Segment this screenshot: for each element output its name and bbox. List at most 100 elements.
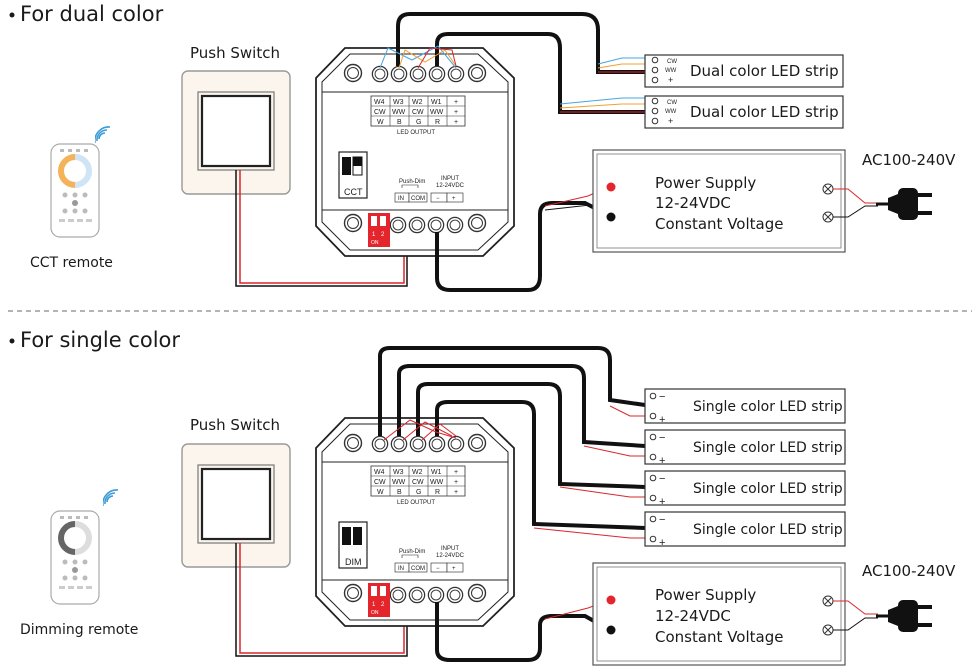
- svg-text:+: +: [454, 99, 458, 106]
- svg-text:W2: W2: [412, 99, 423, 106]
- svg-text:+: +: [659, 496, 665, 508]
- dual-input-wire: [435, 201, 611, 292]
- svg-text:+: +: [454, 119, 458, 126]
- svg-text:+: +: [659, 537, 665, 549]
- svg-text:−: −: [659, 391, 665, 403]
- led-output-label: LED OUTPUT: [397, 130, 435, 136]
- svg-text:G: G: [416, 489, 421, 496]
- svg-text:+: +: [454, 489, 458, 496]
- svg-text:+: +: [668, 116, 673, 126]
- svg-text:CW: CW: [667, 59, 677, 65]
- svg-text:−: −: [659, 514, 665, 526]
- svg-text:−: −: [659, 432, 665, 444]
- svg-text:12-24VDC: 12-24VDC: [436, 183, 465, 189]
- svg-text:Constant Voltage: Constant Voltage: [655, 628, 783, 646]
- svg-text:ON: ON: [371, 610, 379, 616]
- wireless-signal-icon: [103, 489, 119, 507]
- single-strip-3: − + Single color LED strip: [644, 470, 846, 508]
- single-strip-label: Single color LED strip: [693, 481, 843, 497]
- svg-text:W2: W2: [412, 469, 423, 476]
- single-heading: For single color: [20, 328, 180, 352]
- remote-label: CCT remote: [30, 255, 113, 271]
- svg-text:W3: W3: [393, 99, 404, 106]
- svg-text:W4: W4: [374, 99, 385, 106]
- svg-text:INPUT: INPUT: [441, 176, 459, 182]
- svg-text:B: B: [397, 119, 402, 126]
- dual-wire-black-1: [396, 12, 645, 74]
- controller-dual: W4 W3 W2 W1 + CW WW CW WW + W B G R + LE…: [315, 47, 515, 257]
- single-strip-1: − + Single color LED strip: [644, 388, 846, 426]
- svg-text:Push-Dim: Push-Dim: [399, 179, 425, 185]
- svg-text:CW: CW: [412, 479, 424, 486]
- single-strip-label: Single color LED strip: [693, 522, 843, 538]
- single-section: For single color Push Switch Dimming rem…: [9, 328, 956, 666]
- svg-text:W1: W1: [431, 469, 442, 476]
- svg-text:1: 1: [372, 602, 376, 608]
- svg-text:WW: WW: [430, 479, 444, 486]
- bullet-icon: [9, 338, 15, 344]
- svg-text:CW: CW: [667, 100, 677, 106]
- dual-heading: For dual color: [20, 2, 164, 26]
- dual-section: For dual color Push Switch CCT remote: [9, 2, 956, 292]
- svg-text:CW: CW: [412, 109, 424, 116]
- dual-strip-label: Dual color LED strip: [690, 103, 839, 121]
- svg-text:+: +: [452, 196, 456, 202]
- dual-strip-1: CW WW + Dual color LED strip: [644, 54, 844, 88]
- svg-text:WW: WW: [392, 109, 406, 116]
- svg-text:WW: WW: [392, 479, 406, 486]
- bullet-icon: [9, 12, 15, 18]
- controller-single: W4 W3 W2 W1 + CW WW CW WW + W B G R + LE…: [315, 417, 515, 627]
- svg-text:Push-Dim: Push-Dim: [399, 549, 425, 555]
- svg-text:WW: WW: [665, 68, 677, 74]
- svg-text:+: +: [659, 414, 665, 426]
- push-switch-label: Push Switch: [190, 416, 280, 434]
- svg-text:R: R: [435, 119, 440, 126]
- svg-text:+: +: [668, 75, 673, 85]
- svg-text:W: W: [377, 119, 384, 126]
- svg-text:−: −: [659, 473, 665, 485]
- ac-label: AC100-240V: [862, 562, 956, 580]
- remote-label: Dimming remote: [20, 622, 138, 638]
- cct-remote-icon: [51, 144, 99, 237]
- plug-icon: [876, 186, 934, 222]
- svg-text:+: +: [454, 109, 458, 116]
- svg-text:−: −: [436, 196, 440, 202]
- svg-text:IN: IN: [398, 566, 404, 572]
- svg-text:2: 2: [381, 602, 385, 608]
- dim-switch-label: DIM: [345, 557, 362, 567]
- plug-icon: [876, 598, 934, 634]
- svg-text:W4: W4: [374, 469, 385, 476]
- led-output-table: W4 W3 W2 W1 + CW WW CW WW + W B G R + LE…: [370, 465, 466, 506]
- svg-text:Power Supply: Power Supply: [655, 174, 756, 192]
- ac-label: AC100-240V: [862, 151, 956, 169]
- single-strip-4: − + Single color LED strip: [644, 511, 846, 549]
- svg-text:CW: CW: [374, 109, 386, 116]
- svg-text:2: 2: [381, 232, 385, 238]
- power-supply-single: Power Supply 12-24VDC Constant Voltage: [592, 562, 846, 666]
- svg-text:W3: W3: [393, 469, 404, 476]
- dimming-remote-icon: [51, 511, 99, 604]
- svg-text:1: 1: [372, 232, 376, 238]
- dual-strip-2: CW WW + Dual color LED strip: [644, 95, 844, 129]
- dual-strip-label: Dual color LED strip: [690, 62, 839, 80]
- svg-text:G: G: [416, 119, 421, 126]
- single-strip-label: Single color LED strip: [693, 440, 843, 456]
- svg-text:CW: CW: [374, 479, 386, 486]
- svg-text:W: W: [377, 489, 384, 496]
- svg-text:12-24VDC: 12-24VDC: [655, 607, 731, 625]
- svg-text:COM: COM: [411, 196, 425, 202]
- svg-text:COM: COM: [411, 566, 425, 572]
- svg-text:12-24VDC: 12-24VDC: [436, 553, 465, 559]
- wireless-signal-icon: [95, 126, 111, 144]
- svg-text:Power Supply: Power Supply: [655, 586, 756, 604]
- power-supply-dual: Power Supply 12-24VDC Constant Voltage: [592, 149, 846, 253]
- svg-text:+: +: [659, 455, 665, 467]
- svg-text:IN: IN: [398, 196, 404, 202]
- svg-text:R: R: [435, 489, 440, 496]
- svg-text:12-24VDC: 12-24VDC: [655, 194, 731, 212]
- push-switch-label: Push Switch: [190, 44, 280, 62]
- svg-text:B: B: [397, 489, 402, 496]
- svg-text:WW: WW: [665, 109, 677, 115]
- single-strip-label: Single color LED strip: [693, 399, 843, 415]
